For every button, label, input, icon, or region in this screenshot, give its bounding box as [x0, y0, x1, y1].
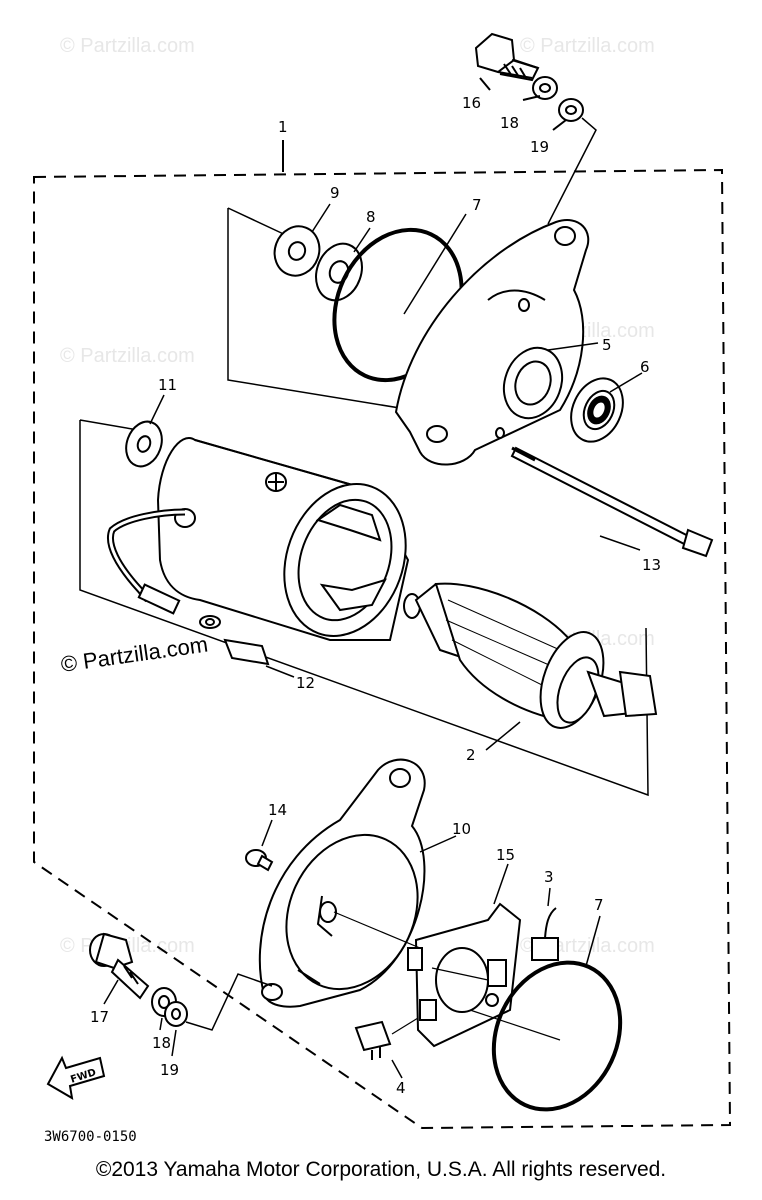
callout-label: 12	[296, 674, 315, 692]
callout-10-leader	[419, 835, 457, 853]
callout-2-leader	[485, 721, 521, 751]
callout-label: 9	[330, 184, 340, 202]
callout-label: 1	[278, 118, 288, 136]
callout-11-leader	[149, 394, 165, 425]
callout-label: 16	[462, 94, 481, 112]
callout-4-leader	[391, 1059, 403, 1079]
watermark-strong: © Partzilla.com	[59, 632, 209, 677]
lower-left-leaders	[103, 973, 273, 1057]
callout-labels: 1 2 3 4 5 6 7 7 8 9 10 11 12 13 14 15 16…	[90, 94, 661, 1097]
rear-leaders	[333, 911, 561, 1041]
callout-7-bottom-leader	[585, 915, 601, 967]
callout-13-leader	[599, 535, 641, 551]
screw-14	[245, 849, 274, 872]
brush-3	[531, 907, 559, 961]
callout-label: 4	[396, 1079, 406, 1097]
watermark: © Partzilla.com	[520, 35, 655, 57]
bolt-17-group	[89, 932, 188, 1027]
copyright-notice: ©2013 Yamaha Motor Corporation, U.S.A. A…	[95, 1158, 667, 1181]
bolt-16-group	[474, 32, 597, 225]
callout-label: 6	[640, 358, 650, 376]
fwd-arrow-icon: FWD	[46, 1055, 106, 1100]
callout-label: 5	[602, 336, 612, 354]
watermark: © Partzilla.com	[60, 345, 195, 367]
brush-4	[354, 1020, 392, 1060]
brush-4-leader	[391, 1017, 419, 1035]
front-cover-5	[394, 219, 590, 466]
callout-label: 13	[642, 556, 661, 574]
upper-leaders	[311, 203, 643, 393]
callout-label: 3	[544, 868, 554, 886]
brush-holder-15	[407, 902, 522, 1048]
part-code: 3W6700-0150	[44, 1129, 137, 1145]
callout-label: 10	[452, 820, 471, 838]
callout-label: 2	[466, 746, 476, 764]
watermark: © Partzilla.com	[60, 35, 195, 57]
callout-label: 7	[472, 196, 482, 214]
callout-label: 17	[90, 1008, 109, 1026]
callout-label: 14	[268, 801, 287, 819]
callout-label: 18	[152, 1034, 171, 1052]
callout-14-leader	[261, 819, 273, 847]
callout-label: 19	[530, 138, 549, 156]
armature-2	[403, 582, 658, 729]
callout-12-leader	[265, 665, 295, 678]
rear-cover-10	[258, 758, 426, 1008]
callout-label: 19	[160, 1061, 179, 1079]
callout-label: 7	[594, 896, 604, 914]
callout-label: 15	[496, 846, 515, 864]
callout-label: 8	[366, 208, 376, 226]
callout-15-leader	[493, 863, 509, 905]
o-ring-7-bottom	[491, 960, 623, 1112]
washer-11	[125, 420, 163, 468]
through-bolt-13	[510, 446, 714, 558]
callout-3-leader	[547, 887, 551, 907]
yoke-housing	[107, 437, 410, 666]
oil-seal-6	[570, 377, 624, 443]
washer-9	[273, 225, 321, 277]
callout-label: 11	[158, 376, 177, 394]
callout-label: 18	[500, 114, 519, 132]
